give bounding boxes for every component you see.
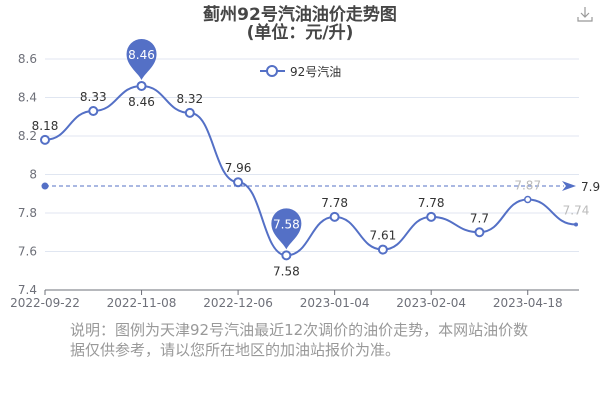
data-point [40, 134, 50, 145]
x-tick-label: 2022-09-22 [10, 296, 80, 310]
data-point [233, 177, 244, 188]
legend-marker [266, 65, 278, 77]
mark-point-label: 8.46 [128, 48, 155, 62]
data-point [474, 227, 485, 238]
data-point [136, 80, 147, 91]
data-label: 8.33 [80, 90, 107, 104]
x-tick-label: 2022-11-08 [107, 296, 177, 310]
average-line-start [41, 182, 49, 190]
mark-point-label: 7.58 [273, 217, 300, 231]
y-tick-label: 7.8 [18, 206, 37, 220]
data-label: 8.32 [176, 92, 203, 106]
data-label: 7.96 [225, 161, 252, 175]
data-label: 8.46 [128, 95, 155, 109]
data-label: 7.58 [273, 264, 300, 278]
mark-point-pin [271, 208, 302, 250]
y-tick-label: 8.6 [18, 52, 37, 66]
data-point [574, 222, 578, 227]
data-point [523, 195, 532, 204]
data-label: 7.61 [370, 229, 397, 243]
data-label: 7.7 [470, 211, 489, 225]
data-point [281, 250, 292, 261]
legend-label: 92号汽油 [290, 64, 341, 79]
x-tick-label: 2022-12-06 [203, 296, 273, 310]
download-icon[interactable] [576, 5, 594, 27]
chart-subtitle: (单位：元/升) [246, 23, 354, 43]
data-point [184, 107, 195, 118]
data-point [377, 244, 388, 255]
y-tick-label: 7.6 [18, 245, 37, 259]
x-tick-label: 2023-02-04 [396, 296, 466, 310]
average-line-label: 7.9 [581, 180, 600, 194]
data-point [329, 211, 340, 222]
chart-note: 说明：图例为天津92号汽油最近12次调价的油价走势，本网站油价数据仅供参考，请以… [70, 321, 529, 359]
x-tick-label: 2023-01-04 [300, 296, 370, 310]
line-chart: 7.4 7.6 7.8 8 8.2 8.4 8.6 2022-09-22 2022-11-08 2… [10, 38, 600, 310]
y-tick-label: 8 [29, 168, 37, 182]
data-label: 7.74 [563, 204, 590, 218]
average-line-arrow [562, 181, 576, 192]
data-label: 7.78 [418, 196, 445, 210]
data-label: 7.87 [514, 179, 541, 193]
data-label: 7.78 [321, 196, 348, 210]
y-tick-label: 8.4 [18, 91, 37, 105]
data-label: 8.18 [32, 119, 59, 133]
y-tick-label: 7.4 [18, 283, 37, 297]
data-point [426, 211, 437, 222]
series-line [44, 84, 577, 257]
y-tick-label: 8.2 [18, 129, 37, 143]
data-point [88, 105, 99, 116]
x-tick-label: 2023-04-18 [493, 296, 563, 310]
chart-title: 蓟州92号汽油油价走势图 [203, 5, 397, 25]
mark-point-pin [126, 38, 157, 80]
